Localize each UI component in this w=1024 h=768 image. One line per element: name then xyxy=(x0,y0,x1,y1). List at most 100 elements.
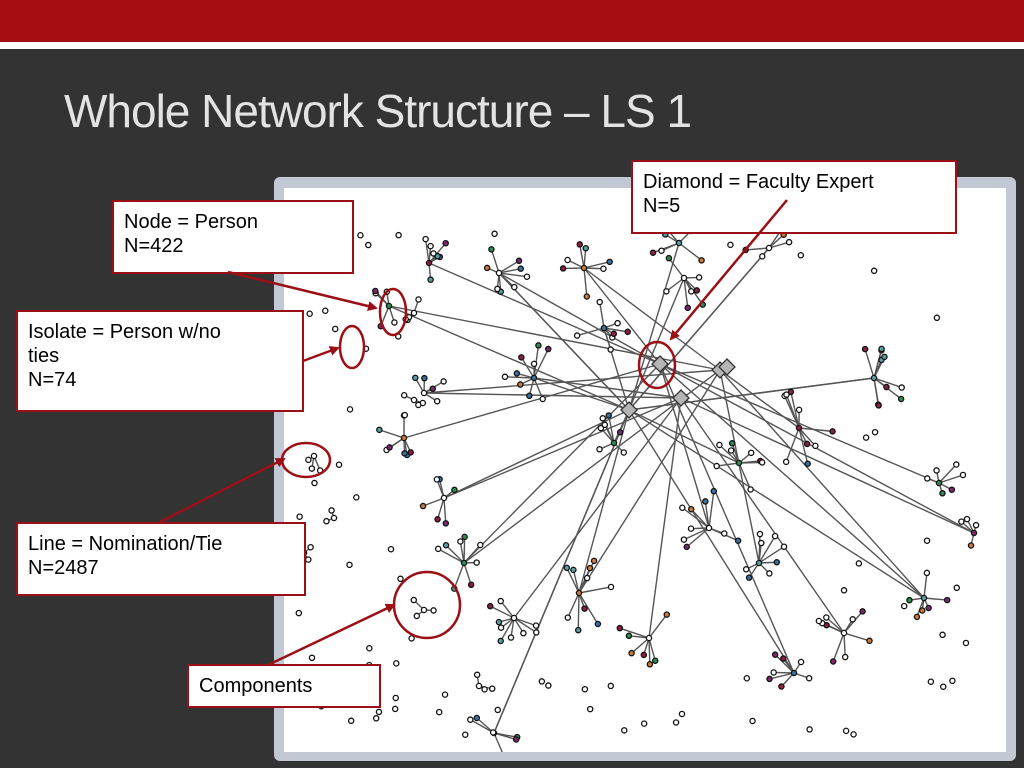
network-node-315 xyxy=(850,731,857,738)
callout-line: Line = Nomination/Tie N=2487 xyxy=(16,522,306,596)
network-node-303 xyxy=(366,645,373,652)
network-edge xyxy=(603,327,612,350)
network-node-290 xyxy=(621,727,628,734)
network-edge xyxy=(659,363,710,529)
network-node-246 xyxy=(330,514,338,522)
network-node-94 xyxy=(939,490,946,497)
network-node-26 xyxy=(530,360,538,368)
network-node-117 xyxy=(574,626,582,634)
network-node-18 xyxy=(377,322,385,330)
network-node-173 xyxy=(766,675,773,683)
network-node-292 xyxy=(581,685,589,693)
network-node-163 xyxy=(829,658,837,665)
network-node-172 xyxy=(771,651,779,658)
callout-isolate: Isolate = Person w/no ties N=74 xyxy=(16,310,304,412)
network-node-137 xyxy=(497,637,504,645)
network-node-110 xyxy=(758,539,765,547)
network-edge xyxy=(498,272,515,288)
network-node-278 xyxy=(296,513,303,520)
network-node-54 xyxy=(576,241,584,248)
network-edge xyxy=(604,424,615,444)
network-node-223 xyxy=(412,374,419,382)
network-node-129 xyxy=(628,649,635,657)
network-node-14 xyxy=(427,276,434,283)
network-node-27 xyxy=(513,370,521,377)
network-node-152 xyxy=(457,538,464,545)
network-node-128 xyxy=(651,657,659,665)
network-node-32 xyxy=(624,328,631,336)
network-node-178 xyxy=(918,607,926,614)
network-node-162 xyxy=(859,608,866,615)
network-node-13 xyxy=(422,235,429,243)
network-edge xyxy=(832,632,845,662)
network-edge xyxy=(648,614,668,639)
network-node-36 xyxy=(614,319,621,327)
network-node-142 xyxy=(495,618,503,626)
network-node-214 xyxy=(400,434,408,442)
network-edge xyxy=(443,497,447,524)
network-node-80 xyxy=(883,383,890,391)
network-node-73 xyxy=(804,460,811,468)
network-edge xyxy=(533,377,630,411)
network-edge xyxy=(422,497,445,507)
network-node-115 xyxy=(755,559,763,567)
network-node-91 xyxy=(959,471,967,479)
network-node-8 xyxy=(495,269,503,277)
network-node-269 xyxy=(357,231,364,239)
network-edge xyxy=(533,377,682,399)
network-node-252 xyxy=(481,686,488,693)
network-node-239 xyxy=(316,467,324,474)
network-edge xyxy=(498,272,528,278)
network-edge xyxy=(825,616,845,634)
network-node-97 xyxy=(721,530,728,537)
network-node-158 xyxy=(512,736,520,743)
network-edge xyxy=(719,369,800,429)
network-edge xyxy=(583,261,610,269)
network-node-121 xyxy=(570,566,577,574)
network-node-147 xyxy=(477,541,484,549)
network-edge xyxy=(576,327,605,337)
network-node-107 xyxy=(745,574,753,581)
network-node-33 xyxy=(596,298,603,306)
network-edge xyxy=(578,592,599,625)
network-node-199 xyxy=(596,446,603,453)
network-edge xyxy=(731,443,740,464)
network-edge xyxy=(628,635,650,639)
network-node-304 xyxy=(306,310,313,317)
network-node-42 xyxy=(699,301,706,308)
network-edge xyxy=(686,527,710,548)
network-node-15 xyxy=(425,259,433,267)
network-node-47 xyxy=(680,274,688,282)
network-node-37 xyxy=(607,346,614,353)
network-node-240 xyxy=(310,452,318,460)
network-edge xyxy=(599,301,605,329)
network-node-58 xyxy=(759,253,766,260)
network-node-11 xyxy=(442,239,449,247)
network-node-57 xyxy=(742,246,749,254)
network-node-189 xyxy=(970,529,978,537)
network-node-251 xyxy=(488,685,496,692)
network-node-250 xyxy=(420,606,428,614)
network-edge xyxy=(873,377,880,406)
callout-isolate-line3: N=74 xyxy=(28,369,77,391)
network-edge xyxy=(659,363,940,484)
network-node-177 xyxy=(790,669,798,677)
network-node-90 xyxy=(933,467,940,474)
network-node-323 xyxy=(855,560,863,567)
network-edge xyxy=(493,409,630,734)
network-node-5 xyxy=(494,285,501,293)
network-node-287 xyxy=(372,715,380,722)
network-node-298 xyxy=(586,705,594,713)
network-edge xyxy=(774,654,795,674)
network-edge xyxy=(388,305,630,411)
network-edge xyxy=(745,247,770,251)
network-edge xyxy=(680,397,975,534)
network-edge xyxy=(513,397,682,619)
network-edge xyxy=(758,534,761,564)
network-node-326 xyxy=(347,717,355,725)
network-node-41 xyxy=(684,304,691,312)
network-node-79 xyxy=(861,345,869,353)
network-node-3 xyxy=(523,273,531,280)
network-node-230 xyxy=(402,316,409,323)
network-node-263 xyxy=(545,682,552,689)
